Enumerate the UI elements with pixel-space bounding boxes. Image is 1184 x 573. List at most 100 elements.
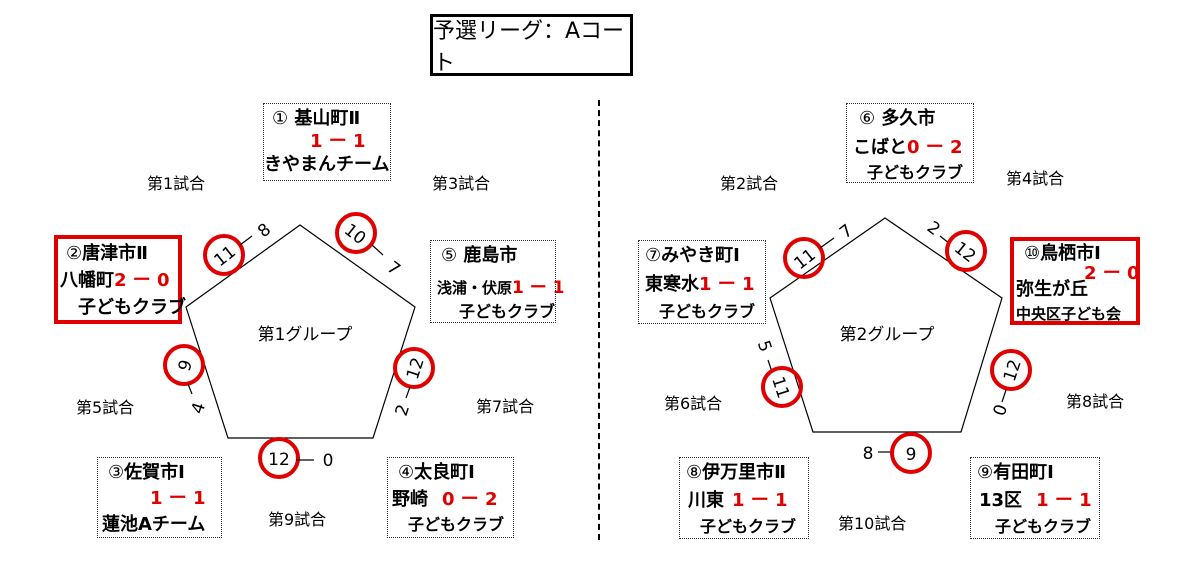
g1-score-5: 12 0 <box>258 437 334 479</box>
page-title: 予選リーグ：Aコート <box>430 14 633 76</box>
team-sub2: 子どもクラブ <box>700 517 797 536</box>
g2-score-3: 5 11 <box>753 338 803 408</box>
group2-label: 第2グループ <box>840 325 935 345</box>
svg-text:9: 9 <box>906 445 917 465</box>
team-sub: 川東 <box>688 490 724 511</box>
match-label-6: 第6試合 <box>664 394 723 413</box>
g1-score-1: 11 8 <box>203 220 275 276</box>
team-sub: 野崎 <box>392 489 428 510</box>
team-score: 1 ー 1 <box>310 131 366 152</box>
g2-score-5: 8 9 <box>863 432 932 474</box>
svg-text:5: 5 <box>753 338 775 354</box>
g2-score-4: 12 0 <box>990 349 1032 419</box>
team-sub2: 子どもクラブ <box>78 297 186 318</box>
team-box-5: ⑤ 鹿島市 浅浦・伏原1 ー 1 子どもクラブ <box>430 240 565 323</box>
team-sub: 13区 <box>979 490 1023 511</box>
svg-text:10: 10 <box>340 220 369 249</box>
team-box-3: ③佐賀市Ⅰ 1 ー 1 蓮池Aチーム <box>97 457 222 538</box>
team-sub: 浅浦・伏原 <box>437 279 513 297</box>
team-name: 鳥栖市Ⅰ <box>1040 243 1101 264</box>
svg-text:11: 11 <box>211 242 240 271</box>
team-sub2: 子どもクラブ <box>459 302 556 321</box>
svg-text:8: 8 <box>863 444 874 464</box>
svg-text:9: 9 <box>175 357 197 373</box>
group1-pentagon <box>185 224 416 439</box>
team-name: 鹿島市 <box>463 245 518 266</box>
svg-text:8: 8 <box>254 220 275 242</box>
group1-label: 第1グループ <box>258 325 353 345</box>
team-sub2: 子どもクラブ <box>995 517 1092 536</box>
team-box-2: ②唐津市Ⅱ 八幡町2 ー 0 子どもクラブ <box>54 235 186 324</box>
team-sub2: 子どもクラブ <box>867 163 964 182</box>
team-box-10: ⑩鳥栖市Ⅰ 2 ー 0 弥生が丘 中央区子ども会 <box>1010 237 1140 325</box>
team-number: ② <box>66 243 83 264</box>
team-number: ⑥ <box>859 108 876 129</box>
team-box-1: ① 基山町Ⅱ 1 ー 1 きやまんチーム <box>263 103 391 181</box>
team-name: 有田町Ⅰ <box>993 462 1054 483</box>
team-score: 1 ー 1 <box>1036 490 1092 511</box>
team-box-7: ⑦みやき町Ⅰ 東寒水1 ー 1 子どもクラブ <box>638 240 766 324</box>
match-label-10: 第10試合 <box>838 514 907 533</box>
match-label-3: 第3試合 <box>432 174 491 193</box>
team-score: 1 ー 1 <box>512 278 565 298</box>
svg-text:12: 12 <box>268 450 290 470</box>
team-number: ③ <box>108 462 125 483</box>
svg-text:7: 7 <box>383 258 404 280</box>
team-box-6: ⑥ 多久市 こばと0 ー 2 子どもクラブ <box>846 103 974 183</box>
team-sub: 蓮池Aチーム <box>102 514 206 535</box>
team-sub: 弥生が丘 <box>1016 279 1088 300</box>
svg-text:12: 12 <box>950 238 979 267</box>
svg-text:11: 11 <box>767 374 793 401</box>
g2-score-2: 2 12 <box>923 218 987 272</box>
team-name: 佐賀市Ⅰ <box>124 462 185 483</box>
match-label-7: 第7試合 <box>476 397 535 416</box>
team-number: ⑤ <box>441 245 458 266</box>
team-name: 基山町Ⅱ <box>294 108 361 129</box>
team-score: 1 ー 1 <box>732 490 788 511</box>
svg-text:0: 0 <box>990 402 1012 418</box>
svg-text:4: 4 <box>188 400 210 416</box>
team-box-4: ④太良町Ⅰ 野崎 0 ー 2 子どもクラブ <box>387 457 514 538</box>
team-score: 0 ー 2 <box>907 137 963 158</box>
team-sub2: 子どもクラブ <box>408 515 505 534</box>
match-label-5: 第5試合 <box>76 398 135 417</box>
group-divider <box>598 100 600 540</box>
team-sub: きやまんチーム <box>264 154 390 175</box>
team-name: 唐津市Ⅱ <box>82 243 148 264</box>
team-sub2: 中央区子ども会 <box>1016 305 1122 323</box>
g2-score-1: 11 7 <box>783 221 857 279</box>
team-number: ⑨ <box>977 462 994 483</box>
team-sub: こばと <box>853 137 907 158</box>
team-score: 0 ー 2 <box>442 489 498 510</box>
match-label-1: 第1試合 <box>147 174 206 193</box>
team-sub: 東寒水 <box>645 274 699 295</box>
team-number: ⑦ <box>645 245 662 266</box>
group2-pentagon <box>769 217 1003 433</box>
title-text: 予選リーグ：Aコート <box>433 19 625 76</box>
team-number: ⑩ <box>1024 243 1041 264</box>
team-name: 伊万里市Ⅱ <box>702 462 786 483</box>
team-sub2: 子どもクラブ <box>659 302 756 321</box>
team-sub: 八幡町 <box>60 270 114 291</box>
team-name: 太良町Ⅰ <box>414 462 475 483</box>
team-name: 多久市 <box>881 108 936 129</box>
team-box-9: ⑨有田町Ⅰ 13区 1 ー 1 子どもクラブ <box>970 457 1100 539</box>
match-label-8: 第8試合 <box>1066 392 1125 411</box>
g1-score-2: 10 7 <box>335 212 404 280</box>
svg-text:12: 12 <box>403 355 429 382</box>
team-score: 1 ー 1 <box>699 274 755 295</box>
svg-text:11: 11 <box>791 245 820 274</box>
g1-score-3: 9 4 <box>163 344 210 417</box>
svg-text:0: 0 <box>323 451 334 471</box>
team-number: ④ <box>398 462 415 483</box>
team-name: みやき町Ⅰ <box>661 245 740 266</box>
match-label-2: 第2試合 <box>720 174 779 193</box>
svg-text:12: 12 <box>1000 357 1026 384</box>
team-score: 2 ー 0 <box>1084 263 1140 284</box>
match-label-9: 第9試合 <box>268 510 327 529</box>
match-label-4: 第4試合 <box>1006 169 1065 188</box>
svg-text:2: 2 <box>392 402 414 418</box>
